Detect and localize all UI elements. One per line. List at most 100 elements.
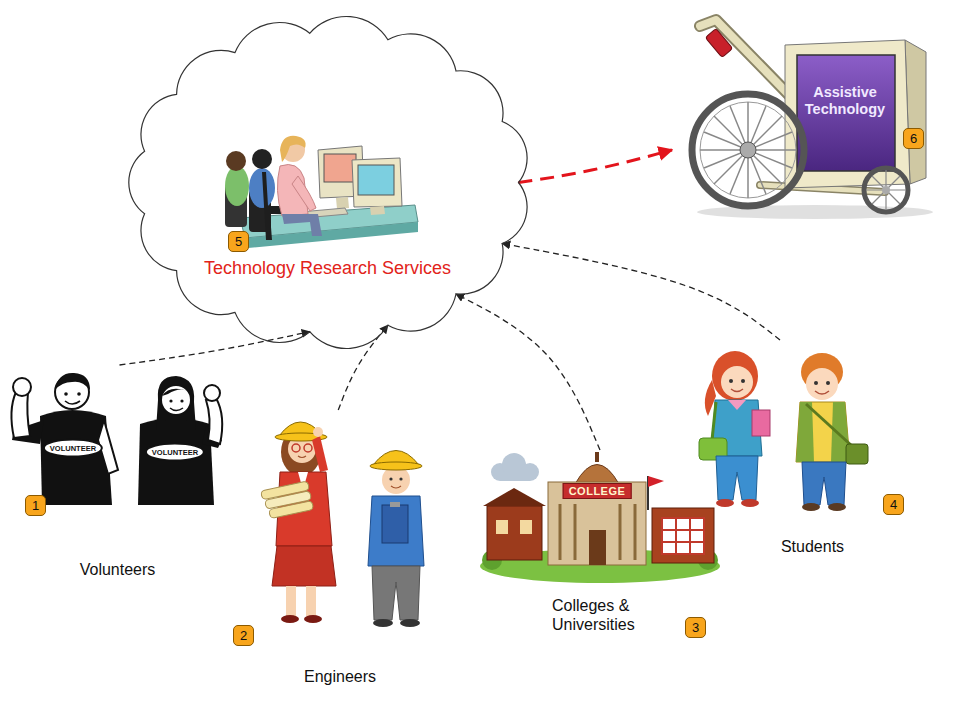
callout-number: 6 [903, 128, 924, 149]
volunteers-illustration [55, 373, 90, 390]
assistive-technology-cart [705, 29, 732, 58]
college-illustration [559, 504, 562, 560]
assistive-technology-cart [692, 94, 804, 206]
students-illustration [729, 379, 733, 383]
college-illustration [589, 530, 606, 565]
engineers-illustration [306, 586, 316, 616]
callout-number: 4 [883, 494, 904, 515]
volunteers-illustration [180, 399, 183, 402]
volunteers-illustration [161, 385, 191, 415]
engineers-illustration [286, 586, 296, 616]
assistive-technology-cart [714, 116, 782, 184]
assistive-technology-cart [704, 132, 792, 168]
students-illustration [741, 379, 745, 383]
cloud-node: Technology Research Services [120, 15, 539, 350]
assistive-technology-cart [740, 142, 756, 158]
assistive-technology-cart [872, 176, 900, 204]
shirt-badge-text: VOLUNTEER [145, 443, 205, 462]
computer-lab-illustration [358, 165, 394, 195]
computer-lab-illustration [324, 154, 356, 182]
engineers-illustration [298, 456, 306, 458]
computer-lab-illustration [252, 149, 272, 169]
assistive-technology-cart [692, 20, 933, 219]
college-illustration [595, 452, 599, 462]
college-illustration [487, 506, 542, 560]
students-illustration [828, 503, 846, 511]
assistive-technology-cart [700, 20, 792, 98]
engineers-illustration [261, 422, 424, 627]
group-label: Volunteers [5, 560, 230, 579]
engineers-illustration [368, 496, 424, 566]
screen-text: Assistive Technology [798, 84, 892, 117]
group-label: Students [730, 537, 895, 556]
contribution-arrow [120, 332, 310, 365]
engineers-illustration [281, 615, 299, 623]
volunteers-illustration [169, 399, 172, 402]
cloud-outline [120, 15, 539, 350]
college-illustration [483, 488, 546, 506]
college-illustration [496, 520, 508, 534]
computer-lab-illustration [225, 136, 418, 248]
engineers-illustration [269, 501, 314, 519]
engineers-illustration [373, 619, 393, 627]
assistive-technology-cart [864, 168, 908, 212]
computer-lab-illustration [370, 206, 385, 215]
engineers-illustration [391, 486, 401, 488]
students-illustration [806, 368, 838, 400]
engineers-illustration [399, 477, 402, 480]
students-illustration [806, 404, 852, 446]
students-illustration [814, 381, 818, 385]
volunteers-illustration [170, 408, 183, 411]
engineers-illustration [312, 436, 328, 472]
computer-lab-illustration [292, 176, 316, 211]
assistive-technology-cart [714, 116, 782, 184]
students-illustration [728, 400, 746, 410]
students-illustration [716, 456, 758, 500]
service-title: Technology Research Services [120, 258, 535, 280]
output-arrow [519, 150, 673, 183]
volunteers-illustration [13, 378, 31, 396]
volunteers-illustration [156, 376, 196, 430]
college-illustration [675, 518, 677, 554]
engineers-illustration [272, 546, 336, 586]
students-illustration [802, 503, 820, 511]
assistive-technology-cart [700, 102, 796, 198]
students-illustration [712, 402, 716, 440]
students-illustration [796, 402, 850, 462]
contribution-arrow [502, 244, 780, 340]
computer-lab-illustration [280, 136, 306, 162]
computer-lab-illustration [352, 158, 402, 207]
computer-lab-illustration [336, 197, 349, 209]
engineers-node: Engineers [255, 410, 440, 695]
volunteers-illustration [40, 410, 112, 505]
volunteers-illustration [65, 401, 80, 404]
volunteers-node: Volunteers [5, 365, 234, 590]
volunteers-illustration [11, 392, 30, 438]
students-illustration [741, 499, 759, 507]
engineers-illustration [400, 619, 420, 627]
assistive-technology-cart [872, 176, 900, 204]
engineers-illustration [382, 505, 408, 543]
college-illustration [689, 518, 691, 554]
students-illustration [796, 402, 814, 462]
college-illustration [520, 520, 532, 534]
students-illustration [826, 381, 830, 385]
assistive-technology-cart [866, 170, 906, 210]
assistive-technology-cart [730, 106, 766, 194]
assistive-technology-cart [797, 55, 895, 171]
engineers-illustration [372, 566, 420, 620]
assistive-technology-cart [700, 20, 792, 98]
volunteers-illustration [138, 418, 214, 505]
college-illustration [619, 504, 622, 560]
assistive-technology-cart [730, 106, 766, 194]
volunteers-illustration [206, 398, 222, 444]
engineers-illustration [304, 615, 322, 623]
computer-lab-illustration [225, 166, 249, 206]
computer-lab-illustration [226, 151, 246, 171]
college-sign-text: COLLEGE [563, 483, 632, 499]
computer-lab-illustration [282, 214, 322, 236]
callout-number: 2 [233, 625, 254, 646]
engineers-illustration [292, 444, 300, 452]
college-illustration [662, 518, 704, 554]
